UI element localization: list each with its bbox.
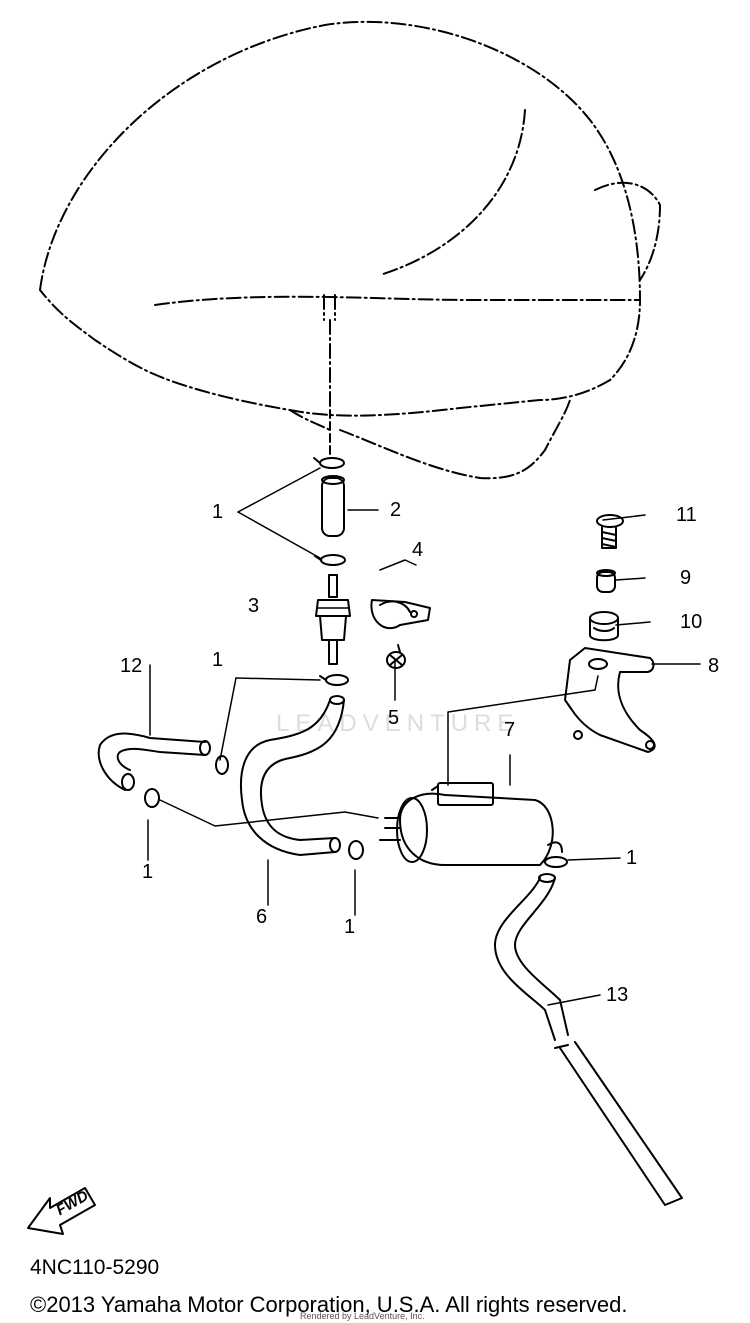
leader-lines bbox=[147, 467, 701, 1006]
diagram-code: 4NC110-5290 bbox=[30, 1256, 160, 1279]
fwd-arrow-icon: FWD bbox=[27, 1187, 96, 1235]
hose-clip-12-left bbox=[144, 788, 160, 808]
callout-9: 9 bbox=[680, 567, 692, 589]
hose-clip-12-right bbox=[215, 755, 229, 775]
callout-4: 4 bbox=[412, 539, 424, 561]
fuel-tank-outline bbox=[39, 20, 661, 480]
callout-3: 3 bbox=[248, 595, 260, 617]
bracket-8 bbox=[564, 647, 656, 753]
hose-2 bbox=[321, 475, 345, 537]
hose-clip-upper bbox=[313, 457, 345, 469]
connector-line bbox=[159, 799, 379, 827]
hose-12 bbox=[97, 732, 211, 791]
clamp-4 bbox=[370, 599, 431, 630]
screw-5 bbox=[386, 644, 406, 669]
callout-6: 6 bbox=[256, 906, 268, 928]
rendered-by-note: Rendered by LeadVenture, Inc. bbox=[300, 1311, 425, 1321]
hose-clip-6 bbox=[348, 840, 364, 860]
canister-7 bbox=[379, 782, 563, 866]
callout-8: 8 bbox=[708, 655, 720, 677]
callout-12: 12 bbox=[120, 655, 143, 677]
fwd-label: FWD bbox=[53, 1187, 91, 1219]
callout-13: 13 bbox=[606, 984, 629, 1006]
callout-1-upper: 1 bbox=[212, 501, 224, 523]
bolt-11 bbox=[596, 514, 624, 549]
hose-clip-filter-top bbox=[314, 554, 346, 566]
fuel-filter-3 bbox=[315, 574, 351, 665]
callout-1-left: 1 bbox=[142, 861, 154, 883]
callout-5: 5 bbox=[388, 707, 400, 729]
callout-1-right: 1 bbox=[626, 847, 638, 869]
hose-6 bbox=[239, 695, 345, 856]
canister-bracket-leader bbox=[447, 675, 599, 786]
callout-1-middle: 1 bbox=[212, 649, 224, 671]
copyright-notice: ©2013 Yamaha Motor Corporation, U.S.A. A… bbox=[30, 1292, 628, 1317]
hose-clip-canister bbox=[544, 856, 568, 868]
hose-13 bbox=[494, 873, 683, 1206]
callout-11: 11 bbox=[676, 504, 697, 526]
callout-7: 7 bbox=[504, 719, 516, 741]
callout-2: 2 bbox=[390, 499, 402, 521]
collar-9 bbox=[596, 569, 616, 593]
damper-10 bbox=[589, 611, 619, 642]
callout-1-lower: 1 bbox=[344, 916, 356, 938]
hose-clip-filter-bottom bbox=[319, 674, 349, 686]
callout-10: 10 bbox=[680, 611, 703, 633]
